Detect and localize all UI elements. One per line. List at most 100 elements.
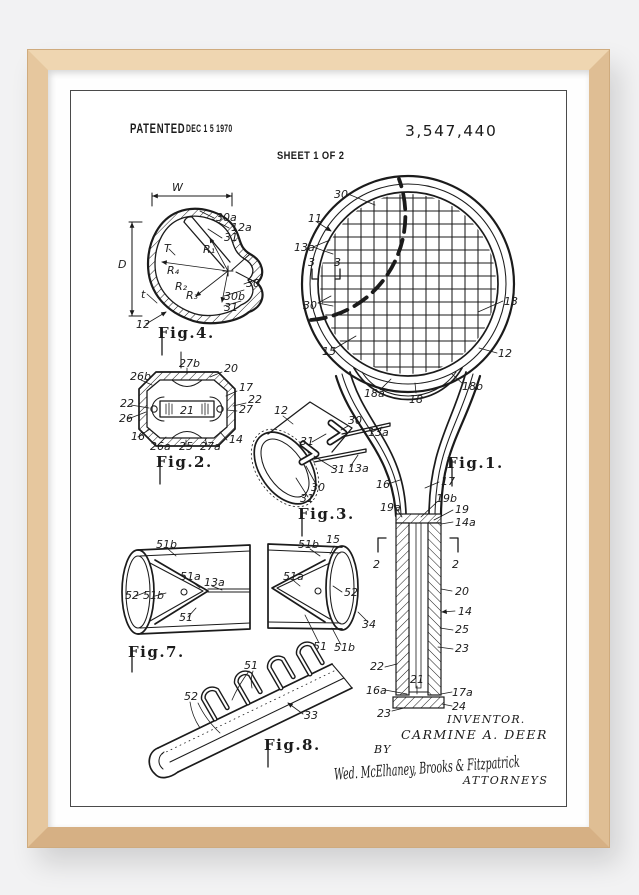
part-label: 31 (300, 492, 314, 505)
fig2-octagon-section-drawing: 27b 20 26b 22 17 22 27 26 16 26a 25 27a … (119, 351, 262, 485)
part-label: 2 (452, 558, 459, 571)
sheet-count: SHEET 1 OF 2 (277, 150, 344, 162)
part-label: 17a (452, 686, 473, 699)
fig8-caption: Fig.8. (264, 736, 321, 754)
part-label: 51b (143, 589, 164, 602)
patent-number: 3,547,440 (405, 122, 497, 140)
fig7-leader-lines (135, 545, 343, 646)
part-label: 22 (370, 660, 384, 673)
part-label: 19a (380, 501, 401, 514)
part-label: 30 (246, 277, 260, 290)
part-label: 11 (308, 212, 322, 225)
part-label: 20 (224, 362, 238, 375)
part-label: 18 (409, 393, 423, 406)
part-label: 30b (224, 290, 245, 303)
part-label: 14a (455, 516, 476, 529)
inventor-name: CARMINE A. DEER (401, 727, 548, 742)
part-label: 21 (410, 673, 424, 686)
part-label: 15 (326, 533, 340, 546)
part-label: 17 (239, 381, 253, 394)
part-label: 30 (303, 299, 317, 312)
part-label: 14 (229, 433, 243, 446)
part-label: 19 (455, 503, 469, 516)
part-label: R₄ (167, 264, 180, 277)
part-label: D (118, 258, 126, 271)
part-label: 22 (248, 393, 262, 406)
part-label: 52 (344, 586, 358, 599)
patented-stamp: PATENTED (130, 120, 185, 136)
part-label: 18a (364, 387, 385, 400)
part-label: 51a (180, 570, 201, 583)
part-label: 30 (334, 188, 348, 201)
by-label: BY (373, 743, 392, 756)
part-label: 23 (377, 707, 391, 720)
part-label: 15 (322, 345, 336, 358)
part-label: 20 (455, 585, 469, 598)
patent-date-stamp: DEC 1 5 1970 (186, 122, 233, 134)
fig1-leader-lines (311, 193, 504, 712)
part-label: 34 (362, 618, 376, 631)
part-label: 12 (498, 347, 512, 360)
part-label: 18b (462, 380, 483, 393)
part-label: 51b (334, 641, 355, 654)
fig3-leader-lines (282, 415, 383, 498)
part-label: 30a (216, 211, 237, 224)
part-label: 27b (179, 357, 200, 370)
part-label: 13a (368, 426, 389, 439)
part-label: 17 (441, 475, 455, 488)
sheet-header: PATENTED DEC 1 5 1970 3,547,440 SHEET 1 … (130, 120, 497, 162)
part-label: R₂ (175, 280, 188, 293)
part-label: 51 (179, 611, 193, 624)
part-label: 51b (298, 538, 319, 551)
fig8-channel-strip-drawing: 52 51 33 Fig.8. (148, 642, 353, 779)
fig2-leader-lines (127, 367, 247, 446)
part-label: 12 (136, 318, 150, 331)
part-label: 16 (131, 430, 145, 443)
part-label: 52 (184, 690, 198, 703)
fig1-caption: Fig.1. (447, 454, 504, 472)
part-label: 13a (294, 241, 315, 254)
part-label: 26 (119, 412, 133, 425)
fig4-leader-lines (145, 210, 258, 325)
part-label: 51 (244, 659, 258, 672)
part-label: 14 (458, 605, 472, 618)
fig3-caption: Fig.3. (298, 505, 355, 523)
part-label: 23 (455, 642, 469, 655)
part-label: 13a (204, 576, 225, 589)
part-label: 51b (156, 538, 177, 551)
fig1-racket-drawing: 30 11 13a 3 3 30 13 15 12 18a 18 18b 16 … (294, 174, 518, 720)
fig4-caption: Fig.4. (158, 324, 215, 342)
part-label: T (164, 242, 172, 255)
part-label: 12 (274, 404, 288, 417)
part-label: 26b (130, 370, 151, 383)
fig2-caption: Fig.2. (156, 453, 213, 471)
part-label: 31 (300, 435, 314, 448)
fig3-throat-piece-drawing: 12 30 13a 31 31 13a 30 31 Fig.3. (250, 401, 391, 537)
part-label: 13 (504, 295, 518, 308)
part-label: 2 (373, 558, 380, 571)
credits-block: INVENTOR. CARMINE A. DEER BY Wed. McElha… (333, 713, 548, 787)
part-label: 22 (120, 397, 134, 410)
part-label: 33 (304, 709, 318, 722)
part-label: 31 (224, 231, 238, 244)
part-label: 21 (180, 404, 194, 417)
part-label: t (141, 288, 146, 301)
inventor-label: INVENTOR. (446, 713, 526, 726)
part-label: R₃ (186, 289, 199, 302)
part-label: 3 (334, 256, 341, 269)
part-label: 31 (224, 301, 238, 314)
part-label: 19b (436, 492, 457, 505)
part-label: 27a (200, 440, 221, 453)
part-label: W (172, 181, 184, 194)
part-label: 51a (283, 570, 304, 583)
part-label: 52 (125, 589, 139, 602)
fig8-leader-lines (189, 670, 304, 734)
part-label: 24 (452, 700, 466, 713)
fig7-caption: Fig.7. (128, 643, 185, 661)
part-label: 13a (348, 462, 369, 475)
part-label: 25 (179, 440, 193, 453)
fig7-tube-halves-drawing: 51b 51a 13a 52 51b 51 51b 15 51a 52 51 5… (121, 533, 359, 673)
part-label: 25 (455, 623, 469, 636)
part-label: 30 (311, 481, 325, 494)
